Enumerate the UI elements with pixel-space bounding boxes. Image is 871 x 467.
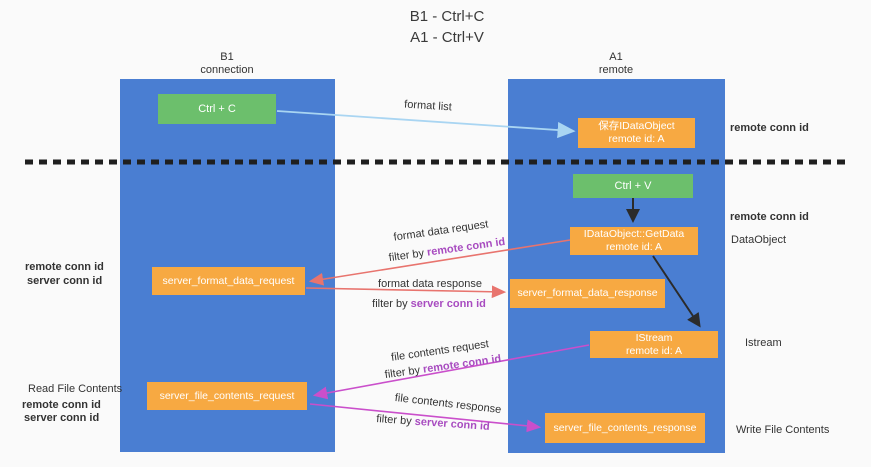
annotation-istream: Istream: [745, 337, 782, 349]
annotation-left-server-conn-id-mid: server conn id: [27, 275, 103, 287]
lane-header-a1: A1 remote: [599, 51, 633, 77]
getdata-line1: IDataObject::GetData: [583, 228, 685, 240]
annotation-left-server-conn-id-bot: server conn id: [24, 412, 100, 424]
lane-a1-name: A1: [609, 51, 623, 63]
format-list-label: format list: [403, 98, 453, 114]
lane-a1-role: remote: [598, 64, 634, 76]
server-file-contents-request-label: server_file_contents_request: [159, 389, 295, 402]
format-data-response-filter-label: filter by server conn id: [372, 298, 486, 310]
annotation-left-remote-conn-id-bot: remote conn id: [22, 399, 101, 411]
server-conn-id-text: server conn id: [410, 298, 486, 310]
lane-b1-name: B1: [220, 51, 234, 63]
diagram-title: B1 - Ctrl+C A1 - Ctrl+V: [410, 6, 485, 48]
filter-by-text: filter by: [372, 298, 411, 310]
node-server-format-data-request: server_format_data_request: [152, 267, 305, 295]
filter-by-text: filter by: [375, 413, 416, 428]
server-format-data-request-label: server_format_data_request: [162, 274, 295, 287]
annotation-read-file-contents: Read File Contents: [28, 383, 123, 395]
filter-by-text: filter by: [384, 363, 424, 382]
title-line-2: A1 - Ctrl+V: [410, 29, 484, 46]
annotation-remote-conn-id-mid: remote conn id: [730, 211, 809, 223]
istream-line2: remote id: A: [625, 344, 683, 357]
server-format-data-response-label: server_format_data_response: [517, 287, 658, 299]
save-idataobject-line2: remote id: A: [608, 133, 665, 145]
node-idataobject-getdata: IDataObject::GetData remote id: A: [570, 227, 698, 255]
annotation-dataobject: DataObject: [731, 234, 787, 246]
node-save-idataobject: 保存IDataObject remote id: A: [578, 118, 695, 148]
annotation-remote-conn-id-top: remote conn id: [730, 122, 809, 134]
lane-b1-role: connection: [200, 64, 254, 76]
istream-line1: IStream: [635, 331, 673, 344]
node-server-file-contents-response: server_file_contents_response: [545, 413, 705, 443]
node-ctrl-v: Ctrl + V: [573, 174, 693, 198]
ctrl-c-label: Ctrl + C: [198, 102, 236, 115]
remote-conn-id-text: remote conn id: [426, 235, 506, 259]
save-idataobject-line1: 保存IDataObject: [598, 120, 675, 132]
filter-by-text: filter by: [388, 246, 428, 265]
annotation-left-remote-conn-id-mid: remote conn id: [25, 261, 104, 273]
node-ctrl-c: Ctrl + C: [158, 94, 276, 124]
node-server-format-data-response: server_format_data_response: [510, 279, 665, 308]
ctrl-v-label: Ctrl + V: [614, 179, 652, 192]
server-conn-id-text: server conn id: [414, 415, 491, 433]
node-server-file-contents-request: server_file_contents_request: [147, 382, 307, 410]
node-istream: IStream remote id: A: [590, 331, 718, 358]
format-data-response-label: format data response: [378, 278, 482, 290]
lane-header-b1: B1 connection: [200, 51, 253, 77]
file-contents-response-filter-label: filter by server conn id: [376, 413, 490, 433]
title-line-1: B1 - Ctrl+C: [409, 8, 485, 25]
getdata-line2: remote id: A: [605, 241, 663, 253]
server-file-contents-response-label: server_file_contents_response: [553, 421, 697, 434]
annotation-write-file-contents: Write File Contents: [736, 424, 830, 436]
file-contents-response-label: file contents response: [394, 391, 502, 417]
